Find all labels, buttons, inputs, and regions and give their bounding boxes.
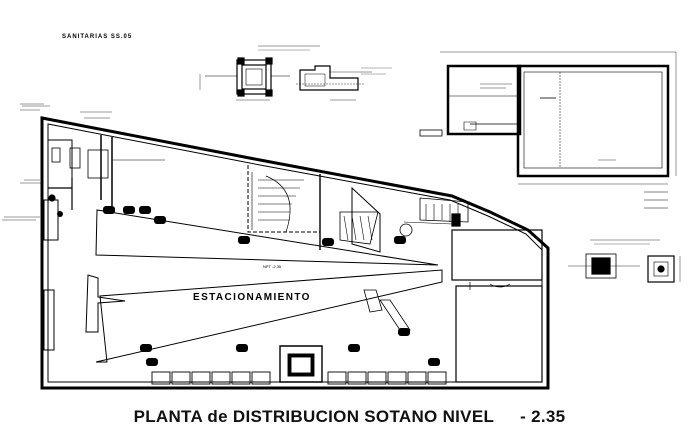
parking-stalls <box>151 345 447 385</box>
parking-label: ESTACIONAMIENTO <box>193 292 311 303</box>
level-mark: NPT -2.35 <box>263 264 282 269</box>
left-service-rooms <box>4 105 165 351</box>
parking-area: ESTACIONAMIENTO NPT -2.35 <box>85 209 443 363</box>
drawing-title-main: PLANTA de DISTRIBUCION SOTANO NIVEL <box>133 407 495 426</box>
detail-section-top <box>296 65 392 101</box>
stair-core <box>247 165 321 250</box>
detail-small-right <box>568 239 681 283</box>
drawing-title-level: - 2.35 <box>520 407 566 426</box>
right-rooms <box>339 186 543 383</box>
basement-outline <box>40 116 550 390</box>
margin-annotations <box>2 74 201 221</box>
detail-plan-top-right <box>419 51 677 209</box>
sheet-header-label: SANITARIAS SS.05 <box>62 34 132 40</box>
drawing-title: PLANTA de DISTRIBUCION SOTANO NIVEL - 2.3… <box>0 407 699 427</box>
detail-box-top <box>205 45 320 101</box>
columns <box>57 206 440 366</box>
